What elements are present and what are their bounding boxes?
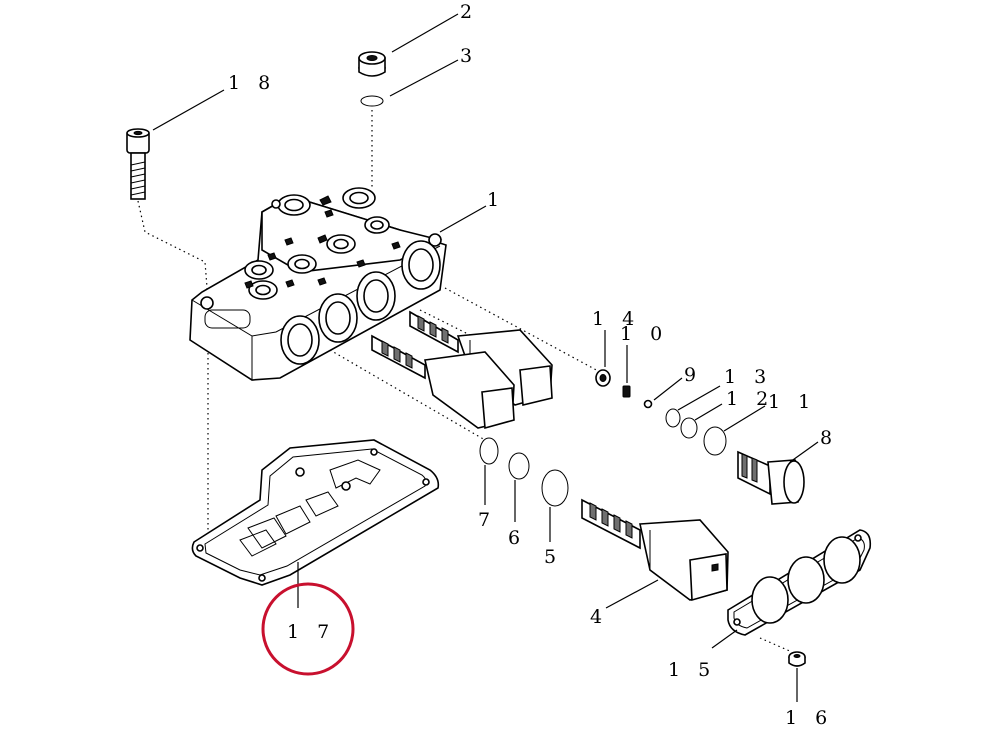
valve-body-part-1[interactable] [189, 187, 447, 381]
solenoid-valve-lower[interactable] [371, 334, 515, 430]
callout-14: 1 4 [592, 308, 640, 330]
callout-6: 6 [508, 527, 526, 549]
callout-8: 8 [820, 427, 838, 449]
ball-part-9[interactable] [643, 399, 653, 409]
cap-screw-part-18[interactable] [126, 128, 150, 200]
o-ring-part-13[interactable] [665, 408, 681, 428]
plug-part-2[interactable] [358, 51, 386, 77]
solenoid-valve-upper[interactable] [409, 310, 553, 406]
o-ring-part-5[interactable] [541, 469, 569, 507]
o-ring-part-3[interactable] [360, 95, 384, 107]
callout-3: 3 [460, 45, 478, 67]
washer-part-14[interactable] [595, 369, 611, 387]
o-ring-part-7[interactable] [479, 437, 499, 465]
o-ring-part-6[interactable] [508, 452, 530, 480]
gasket-plate-part-15[interactable] [727, 529, 872, 636]
callout-10: 1 0 [620, 323, 668, 345]
callout-18: 1 8 [228, 72, 276, 94]
callout-5: 5 [544, 546, 562, 568]
callout-1: 1 [487, 189, 505, 211]
callout-7: 7 [478, 509, 496, 531]
o-ring-part-11[interactable] [703, 426, 727, 456]
callout-16: 1 6 [785, 707, 833, 729]
screw-part-16[interactable] [759, 637, 806, 667]
o-ring-part-12[interactable] [680, 417, 698, 439]
callout-12: 1 2 [726, 388, 774, 410]
callout-2: 2 [460, 1, 478, 23]
solenoid-valve-part-4[interactable] [581, 498, 729, 602]
callout-11: 1 1 [768, 391, 816, 413]
highlight-circle [261, 582, 355, 676]
set-screw-part-10[interactable] [622, 385, 631, 398]
callout-17: 1 7 [287, 621, 335, 643]
callout-15: 1 5 [668, 659, 716, 681]
callout-4: 4 [590, 606, 608, 628]
callout-9: 9 [684, 364, 702, 386]
gasket-part-17[interactable] [191, 439, 440, 586]
valve-cartridge-part-8[interactable] [737, 450, 805, 505]
callout-13: 1 3 [724, 366, 772, 388]
